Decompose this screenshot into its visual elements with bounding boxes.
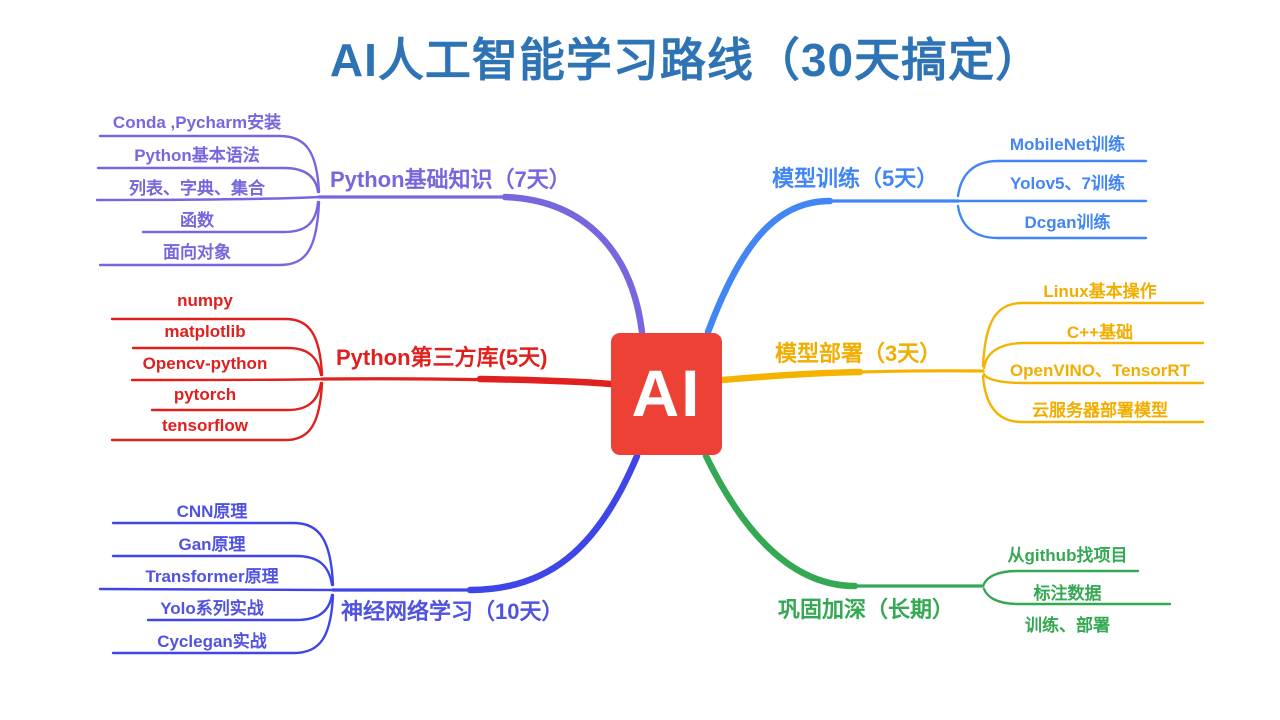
branch5-trunk-thick-line <box>718 368 864 384</box>
branch-label-model-deploy[interactable]: 模型部署（3天） <box>775 341 942 366</box>
subtopic-oop[interactable]: 面向对象 <box>163 243 231 262</box>
subtopic-cloud-server-deploy[interactable]: 云服务器部署模型 <box>1032 401 1168 420</box>
branch6-child-line-0 <box>982 569 1140 586</box>
branch1-trunk-line <box>317 195 644 334</box>
branch-label-model-training[interactable]: 模型训练（5天） <box>772 166 939 191</box>
branch2-child-line-0 <box>110 317 324 377</box>
branch3-child-line-2 <box>98 587 335 592</box>
subtopic-linux-basics[interactable]: Linux基本操作 <box>1043 282 1157 301</box>
branch3-trunk-thick-line <box>466 452 641 594</box>
subtopic-yolo-practice[interactable]: Yolo系列实战 <box>160 599 264 618</box>
branch2-child-line-1 <box>131 346 323 377</box>
branch4-trunk-thick-line <box>704 197 834 336</box>
subtopic-transformer-theory[interactable]: Transformer原理 <box>145 567 279 586</box>
subtopic-cpp-basics[interactable]: C++基础 <box>1066 323 1134 342</box>
branch5-child-line-0 <box>981 301 1205 368</box>
branch-label-neural-network[interactable]: 神经网络学习（10天） <box>341 599 564 624</box>
central-topic-ai[interactable]: AI <box>611 333 722 455</box>
subtopic-conda-pycharm-install[interactable]: Conda ,Pycharm安装 <box>112 113 282 132</box>
branch1-child-line-1 <box>96 166 320 194</box>
branch5-child-line-2 <box>982 372 1205 385</box>
branch1-child-line-0 <box>98 134 321 194</box>
branch4-trunk-line <box>706 199 960 334</box>
subtopic-cyclegan-practice[interactable]: Cyclegan实战 <box>157 632 267 651</box>
branch3-child-line-0 <box>111 521 335 587</box>
subtopic-tensorflow[interactable]: tensorflow <box>162 416 248 435</box>
subtopic-gan-theory[interactable]: Gan原理 <box>178 535 246 554</box>
branch4-child-line-2 <box>956 204 1148 240</box>
branch4-child-line-0 <box>956 159 1148 198</box>
subtopic-list-dict-set[interactable]: 列表、字典、集合 <box>129 179 265 198</box>
branch1-trunk-thick-line <box>501 193 646 336</box>
map-title: AI人工智能学习路线（30天搞定） <box>329 34 1043 86</box>
branch6-trunk-thick-line <box>702 452 859 590</box>
branch3-child-line-4 <box>111 593 335 655</box>
subtopic-yolov5-7-training[interactable]: Yolov5、7训练 <box>1010 174 1125 193</box>
subtopic-matplotlib[interactable]: matplotlib <box>164 322 246 341</box>
branch2-child-line-3 <box>150 381 323 412</box>
subtopic-openvino-tensorrt[interactable]: OpenVINO、TensorRT <box>1009 361 1191 380</box>
branch-label-python-basics[interactable]: Python基础知识（7天） <box>330 167 571 192</box>
subtopic-label-data[interactable]: 标注数据 <box>1033 584 1102 603</box>
branch2-child-line-4 <box>110 381 324 442</box>
branch1-child-line-4 <box>98 200 321 267</box>
branch2-trunk-thick-line <box>476 375 615 388</box>
branch3-child-line-3 <box>146 593 334 622</box>
subtopic-mobilenet-training[interactable]: MobileNet训练 <box>1009 135 1126 154</box>
subtopic-pytorch[interactable]: pytorch <box>173 385 237 404</box>
subtopic-train-deploy[interactable]: 训练、部署 <box>1025 616 1110 635</box>
subtopic-dcgan-training[interactable]: Dcgan训练 <box>1024 213 1111 232</box>
branch3-child-line-1 <box>111 554 334 587</box>
branch5-child-line-1 <box>982 341 1205 370</box>
branch1-child-line-3 <box>141 200 320 234</box>
branch1-child-line-2 <box>95 195 321 202</box>
subtopic-functions[interactable]: 函数 <box>180 211 214 230</box>
branch5-child-line-3 <box>981 374 1205 424</box>
subtopic-numpy[interactable]: numpy <box>177 291 233 310</box>
subtopic-github-projects[interactable]: 从github找项目 <box>1007 546 1128 565</box>
subtopic-opencv-python[interactable]: Opencv-python <box>142 354 268 373</box>
branch2-child-line-2 <box>130 377 324 382</box>
branch6-child-line-1 <box>982 587 1172 606</box>
subtopic-python-syntax[interactable]: Python基本语法 <box>134 146 260 165</box>
subtopic-cnn-theory[interactable]: CNN原理 <box>176 502 248 521</box>
branch-label-consolidation[interactable]: 巩固加深（长期） <box>778 597 955 622</box>
branch-label-python-libs[interactable]: Python第三方库(5天) <box>336 345 548 370</box>
branch3-trunk-line <box>331 454 639 592</box>
